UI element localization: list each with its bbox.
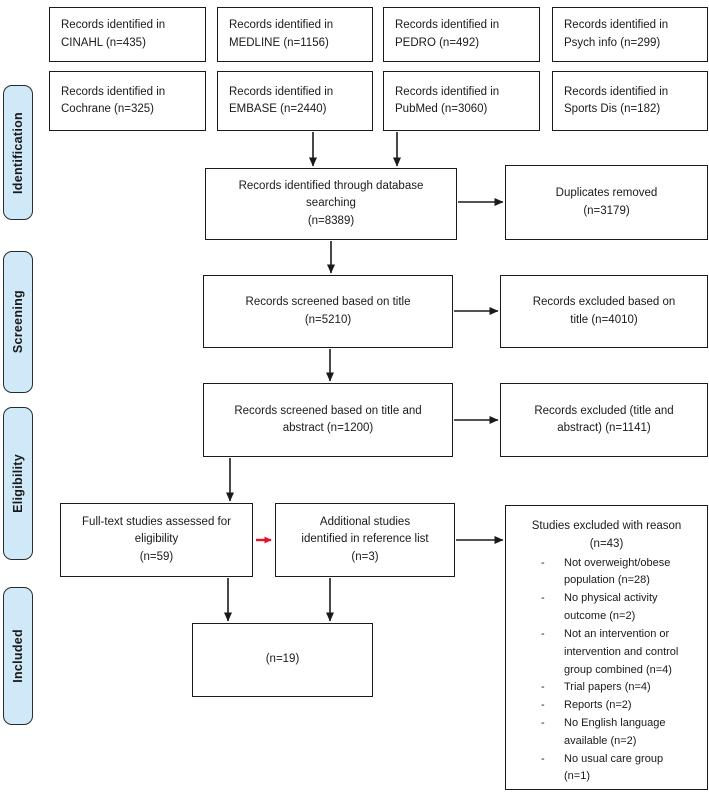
bullet-dash: -: [541, 681, 545, 694]
box-screened-title: Records screened based on title (n=5210): [203, 275, 453, 348]
box-fulltext-assessed-text: Full-text studies assessed for eligibili…: [82, 516, 231, 563]
stage-label-screening: Screening: [3, 251, 33, 393]
box-excluded-title-text: Records excluded based on title (n=4010): [532, 296, 676, 326]
bullet-dash: -: [541, 592, 545, 605]
source-box-embase-text: Records identified in EMBASE (n=2440): [229, 85, 334, 115]
source-box-cochrane-text: Records identified in Cochrane (n=325): [61, 85, 166, 115]
box-additional-studies: Additional studies identified in referen…: [275, 503, 455, 577]
stage-label-eligibility: Eligibility: [3, 407, 33, 560]
box-fulltext-assessed: Full-text studies assessed for eligibili…: [60, 503, 253, 577]
box-included-studies-text: (n=19): [265, 653, 300, 666]
bullet-dash: -: [541, 556, 545, 569]
box-screened-title-abstract-text: Records screened based on title and abst…: [234, 404, 422, 434]
box-studies-excluded: Studies excluded with reason (n=43) - No…: [505, 505, 708, 790]
source-box-pedro-text: Records identified in PEDRO (n=492): [395, 19, 500, 49]
source-box-pubmed: Records identified in PubMed (n=3060): [383, 71, 540, 131]
stage-label-included-text: Included: [11, 629, 25, 683]
excluded-reason-item: - Not overweight/obese population (n=28): [541, 556, 671, 587]
box-screened-title-text: Records screened based on title (n=5210): [245, 296, 411, 326]
excluded-reason-item: - No physical activity outcome (n=2): [541, 592, 658, 623]
source-box-cinahl: Records identified in CINAHL (n=435): [49, 7, 206, 62]
stage-label-identification-text: Identification: [11, 111, 25, 194]
source-box-psychinfo: Records identified in Psych info (n=299): [552, 7, 708, 62]
bullet-dash: -: [541, 752, 545, 765]
source-box-psychinfo-text: Records identified in Psych info (n=299): [564, 19, 669, 49]
source-box-cochrane: Records identified in Cochrane (n=325): [49, 71, 206, 131]
bullet-dash: -: [541, 699, 545, 712]
excluded-reason-item: - Reports (n=2): [512, 697, 701, 715]
bullet-dash: -: [541, 716, 545, 729]
stage-label-eligibility-text: Eligibility: [11, 454, 25, 513]
box-additional-studies-text: Additional studies identified in referen…: [301, 516, 429, 563]
box-duplicates-removed-text: Duplicates removed (n=3179): [555, 187, 658, 217]
stage-label-included: Included: [3, 587, 33, 725]
box-studies-excluded-header: Studies excluded with reason (n=43): [531, 520, 682, 550]
box-excluded-title: Records excluded based on title (n=4010): [500, 275, 708, 348]
bullet-dash: -: [541, 627, 545, 640]
source-box-sportsdis: Records identified in Sports Dis (n=182): [552, 71, 708, 131]
box-duplicates-removed: Duplicates removed (n=3179): [505, 165, 708, 240]
excluded-reason-item: - No English language available (n=2): [541, 716, 666, 747]
source-box-pedro: Records identified in PEDRO (n=492): [383, 7, 540, 62]
box-excluded-title-abstract-text: Records excluded (title and abstract) (n…: [534, 404, 674, 434]
stage-label-screening-text: Screening: [11, 290, 25, 354]
source-box-sportsdis-text: Records identified in Sports Dis (n=182): [564, 85, 669, 115]
box-records-database-searching: Records identified through database sear…: [205, 168, 457, 240]
source-box-medline: Records identified in MEDLINE (n=1156): [217, 7, 373, 62]
source-box-pubmed-text: Records identified in PubMed (n=3060): [395, 85, 500, 115]
box-screened-title-abstract: Records screened based on title and abst…: [203, 383, 453, 457]
source-box-medline-text: Records identified in MEDLINE (n=1156): [229, 19, 334, 49]
source-box-cinahl-text: Records identified in CINAHL (n=435): [61, 19, 166, 49]
box-included-studies: (n=19): [192, 623, 373, 697]
box-records-database-searching-text: Records identified through database sear…: [238, 180, 424, 227]
excluded-reason-item: - No usual care group (n=1): [541, 752, 664, 783]
excluded-reason-item: - Trial papers (n=4): [512, 679, 701, 697]
source-box-embase: Records identified in EMBASE (n=2440): [217, 71, 373, 131]
box-excluded-title-abstract: Records excluded (title and abstract) (n…: [500, 383, 708, 457]
stage-label-identification: Identification: [3, 85, 33, 220]
excluded-reason-item: - Not an intervention or intervention an…: [541, 627, 679, 676]
